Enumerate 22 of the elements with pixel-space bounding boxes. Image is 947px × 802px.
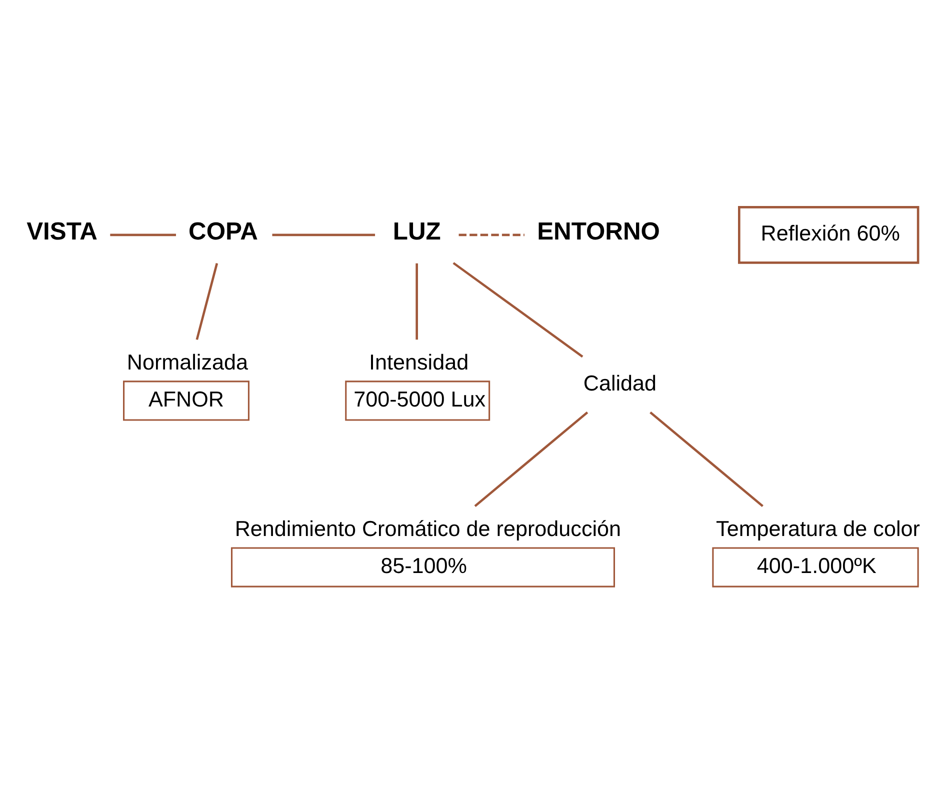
node-box: Reflexión 60%: [738, 206, 920, 264]
node-text: LUZ: [392, 218, 441, 245]
node-box: 85-100%: [230, 546, 615, 587]
connector: [458, 233, 524, 236]
connector: [110, 233, 176, 236]
node-label: Intensidad: [369, 348, 469, 374]
connector: [272, 233, 376, 236]
node-text: ENTORNO: [537, 218, 660, 245]
node-text: Calidad: [583, 370, 657, 395]
node-label: Temperatura de color: [716, 515, 920, 540]
connector: [474, 410, 588, 507]
node-box: 400-1.000ºK: [712, 546, 919, 587]
connector: [650, 410, 764, 507]
node-text: VISTA: [26, 218, 98, 245]
node-box: 700-5000 Lux: [345, 380, 490, 420]
connector: [416, 262, 418, 340]
node-box: AFNOR: [123, 380, 250, 420]
node-text: COPA: [188, 218, 258, 245]
node-label: Normalizada: [126, 348, 248, 374]
node-label: Rendimiento Cromático de reproducción: [234, 515, 622, 540]
connector: [196, 262, 218, 340]
connector: [452, 262, 584, 358]
